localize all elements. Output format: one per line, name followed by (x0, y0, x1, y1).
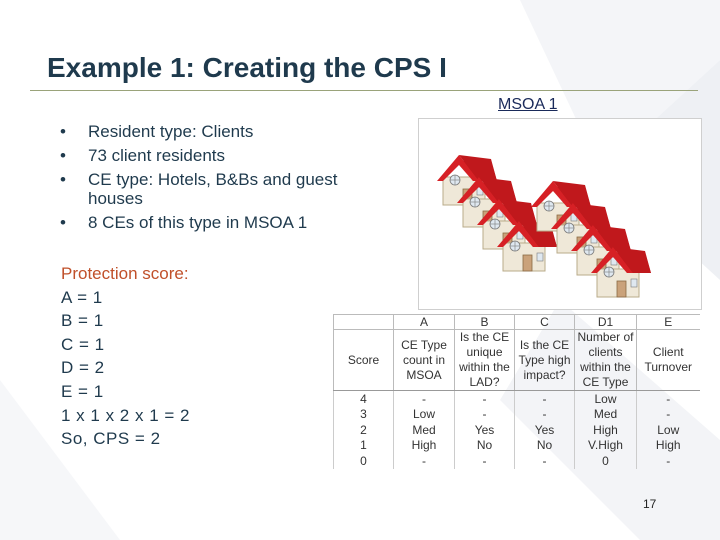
table-row: 0 - - - 0 - (333, 453, 700, 469)
table-row: 4 - - - Low - (333, 390, 700, 407)
table-cell: - (393, 390, 455, 407)
table-cell: - (393, 453, 455, 469)
table-row: 3 Low - - Med - (333, 406, 700, 422)
bullet-text: 8 CEs of this type in MSOA 1 (88, 213, 308, 232)
protection-line: E = 1 (61, 381, 104, 401)
table-cell: - (636, 406, 700, 422)
table-cell: 3 (333, 406, 394, 422)
column-letter: B (454, 314, 515, 330)
table-cell: - (514, 453, 575, 469)
column-header: Score (333, 329, 394, 391)
msoa-label: MSOA 1 (498, 96, 558, 113)
protection-line: C = 1 (61, 334, 105, 354)
table-cell: - (514, 390, 575, 407)
bullet-dot: • (60, 170, 66, 189)
column-letter (333, 314, 394, 330)
table-cell: - (514, 406, 575, 422)
table-cell: Low (393, 406, 455, 422)
column-header: Is the CE Type high impact? (514, 329, 575, 391)
protection-score-table: A B C D1 E Score CE Type count in MSOA I… (333, 314, 700, 469)
protection-score-block: Protection score: A = 1 B = 1 C = 1 D = … (61, 262, 190, 451)
bullet-item: • 73 client residents (60, 146, 360, 165)
bullet-dot: • (60, 146, 66, 165)
column-letter: C (514, 314, 575, 330)
table-cell: - (454, 406, 515, 422)
table-cell: 1 (333, 437, 394, 453)
table-letter-row: A B C D1 E (333, 314, 700, 330)
table-row: 1 High No No V.High High (333, 437, 700, 453)
bullet-dot: • (60, 213, 66, 232)
protection-line: D = 2 (61, 358, 105, 378)
table-row: 2 Med Yes Yes High Low (333, 422, 700, 438)
table-cell: Low (636, 422, 700, 438)
column-letter: D1 (574, 314, 637, 330)
table-cell: Low (574, 390, 637, 407)
bullet-text: CE type: Hotels, B&Bs and guest houses (88, 170, 338, 208)
table-cell: Med (393, 422, 455, 438)
table-cell: - (454, 390, 515, 407)
protection-line: A = 1 (61, 287, 103, 307)
bullet-item: • CE type: Hotels, B&Bs and guest houses (60, 170, 360, 208)
houses-svg (436, 154, 652, 298)
table-cell: Med (574, 406, 637, 422)
table-cell: High (574, 422, 637, 438)
column-header: Is the CE unique within the LAD? (454, 329, 515, 391)
bullet-dot: • (60, 122, 66, 141)
table-cell: 2 (333, 422, 394, 438)
table-cell: - (636, 453, 700, 469)
table-cell: High (393, 437, 455, 453)
table-header-row: Score CE Type count in MSOA Is the CE un… (333, 329, 700, 391)
title-divider (30, 90, 698, 91)
slide-title: Example 1: Creating the CPS I (47, 52, 447, 83)
msoa-houses-illustration (418, 118, 702, 310)
protection-line: So, CPS = 2 (61, 429, 161, 449)
bullet-text: Resident type: Clients (88, 122, 254, 141)
table-cell: No (454, 437, 515, 453)
table-cell: - (454, 453, 515, 469)
protection-line: 1 x 1 x 2 x 1 = 2 (61, 405, 190, 425)
column-letter: A (393, 314, 455, 330)
table-cell: No (514, 437, 575, 453)
table-cell: 4 (333, 390, 394, 407)
table-cell: Yes (514, 422, 575, 438)
table-cell: 0 (574, 453, 637, 469)
table-cell: 0 (333, 453, 394, 469)
table-cell: High (636, 437, 700, 453)
bullet-item: • Resident type: Clients (60, 122, 360, 141)
bullet-list: • Resident type: Clients • 73 client resid… (60, 122, 360, 237)
table-cell: Yes (454, 422, 515, 438)
table-cell: V.High (574, 437, 637, 453)
protection-heading: Protection score: (61, 264, 189, 283)
column-header: Client Turnover (636, 329, 700, 391)
column-header: CE Type count in MSOA (393, 329, 455, 391)
protection-line: B = 1 (61, 311, 104, 331)
column-header: Number of clients within the CE Type (574, 329, 637, 391)
page-number: 17 (643, 497, 657, 511)
column-letter: E (636, 314, 700, 330)
bullet-item: • 8 CEs of this type in MSOA 1 (60, 213, 360, 232)
table-cell: - (636, 390, 700, 407)
bullet-text: 73 client residents (88, 146, 226, 165)
